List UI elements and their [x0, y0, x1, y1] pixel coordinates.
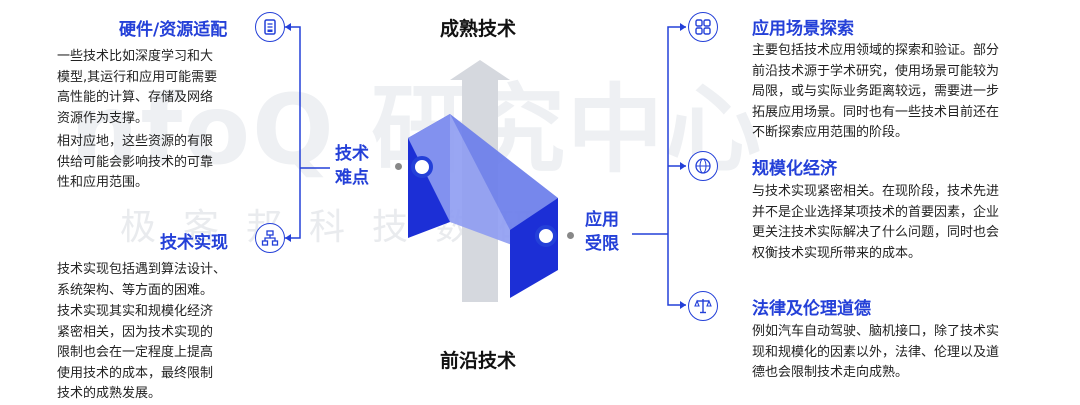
application-scenario-heading: 应用场景探索	[752, 19, 854, 39]
scale-economy-paragraph: 与技术实现紧密相关。在现阶段，技术先进 并不是企业选择某项技术的首要因素，企业 …	[752, 182, 999, 264]
text-line: 一些技术比如深度学习和大	[57, 49, 214, 64]
label-line: 受限	[585, 234, 619, 254]
implementation-paragraph-2: 技术实现其实和规模化经济 紧密相关，因为技术实现的 限制也会在一定程度上提高 使…	[57, 302, 213, 405]
text-line: 资源作为支撑。	[57, 110, 149, 126]
text-line: 相对应地，这些资源的有限	[57, 134, 214, 149]
text-line: 拓展应用场景。同时也有一些技术目前还在	[752, 104, 1000, 120]
text-line: 技术实现包括遇到算法设计、	[57, 262, 227, 277]
text-line: 供给可能会影响技术的可靠	[57, 154, 214, 170]
text-line: 性和应用范围。	[57, 175, 149, 190]
label-line: 技术	[335, 144, 369, 164]
left-node	[411, 156, 433, 178]
text-line: 与技术实现紧密相关。在现阶段，技术先进	[752, 184, 1000, 199]
right-bracket	[632, 23, 686, 309]
law-ethics-heading: 法律及伦理道德	[752, 299, 871, 319]
apps-grid-icon	[688, 12, 718, 42]
text-line: 例如汽车自动驾驶、脑机接口，除了技术实	[752, 324, 1000, 339]
text-line: 技术实现其实和规模化经济	[57, 304, 214, 319]
scale-icon	[688, 291, 718, 321]
text-line: 现和规模化的因素以外，法律、伦理以及道	[752, 344, 1000, 360]
tech-difficulty-label: 技术 难点	[335, 142, 369, 190]
hardware-paragraph-2: 相对应地，这些资源的有限 供给可能会影响技术的可靠 性和应用范围。	[57, 132, 213, 194]
implementation-paragraph-1: 技术实现包括遇到算法设计、 系统架构、等方面的困难。	[57, 260, 226, 301]
memory-card-icon	[255, 12, 285, 42]
text-line: 限制也会在一定程度上提高	[57, 345, 214, 360]
text-line: 德也会限制技术走向成熟。	[752, 365, 909, 380]
text-line: 主要包括技术应用领域的探索和验证。部分	[752, 43, 1000, 58]
central-graphic	[408, 60, 558, 302]
text-line: 系统架构、等方面的困难。	[57, 282, 214, 298]
label-line: 难点	[335, 168, 369, 188]
text-line: 技术的成熟发展。	[57, 386, 162, 401]
right-node	[535, 225, 557, 247]
application-scenario-paragraph: 主要包括技术应用领域的探索和验证。部分 前沿技术源于学术研究，使用场景可能较为 …	[752, 41, 999, 144]
mature-tech-title: 成熟技术	[440, 18, 517, 40]
text-line: 模型,其运行和应用可能需要	[57, 69, 218, 85]
hardware-paragraph-1: 一些技术比如深度学习和大 模型,其运行和应用可能需要 高性能的计算、存储及网络 …	[57, 47, 217, 129]
text-line: 并不是企业选择某项技术的首要因素，企业	[752, 204, 1000, 220]
left-dot	[395, 163, 402, 170]
text-line: 高性能的计算、存储及网络	[57, 90, 214, 105]
text-line: 前沿技术源于学术研究，使用场景可能较为	[752, 63, 1000, 79]
text-line: 紧密相关，因为技术实现的	[57, 324, 214, 340]
text-line: 使用技术的成本，最终限制	[57, 365, 214, 381]
network-icon	[255, 223, 285, 253]
text-line: 更关注技术实际解决了什么问题，同时也会	[752, 225, 1000, 240]
globe-icon	[688, 151, 718, 181]
scale-economy-heading: 规模化经济	[752, 159, 837, 179]
application-limited-label: 应用 受限	[585, 208, 619, 256]
text-line: 局限，或与实际业务距离较远，需要进一步	[752, 84, 1000, 99]
label-line: 应用	[585, 210, 619, 230]
hardware-adaptation-heading: 硬件/资源适配	[119, 20, 228, 40]
law-ethics-paragraph: 例如汽车自动驾驶、脑机接口，除了技术实 现和规模化的因素以外，法律、伦理以及道 …	[752, 322, 999, 384]
left-bracket	[285, 23, 330, 242]
right-dot	[567, 232, 574, 239]
text-line: 不断探索应用范围的阶段。	[752, 125, 909, 140]
tech-implementation-heading: 技术实现	[160, 233, 228, 253]
text-line: 权衡技术实现所带来的成本。	[752, 245, 922, 261]
frontier-tech-title: 前沿技术	[440, 350, 517, 372]
bottom-panel	[510, 198, 558, 298]
